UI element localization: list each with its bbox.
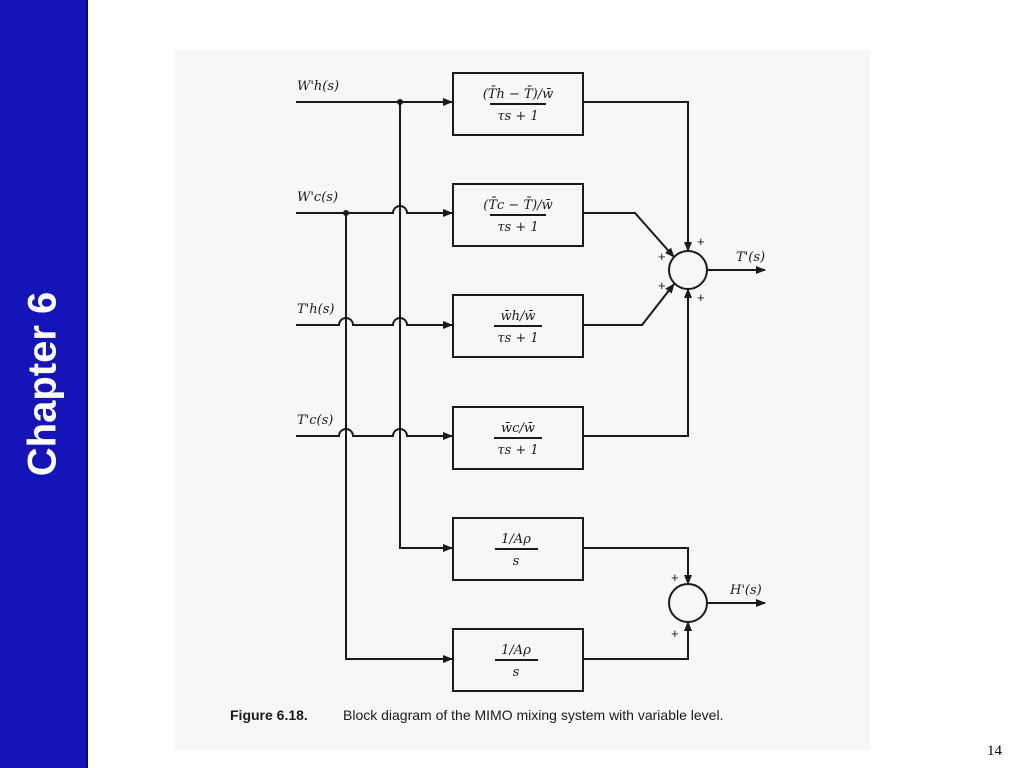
block-2 bbox=[452, 183, 584, 247]
block-4 bbox=[452, 406, 584, 470]
signal-b3 bbox=[583, 283, 675, 326]
output-label-h: H'(s) bbox=[729, 583, 762, 598]
input-line-th bbox=[296, 317, 453, 329]
sign-plus-6: + bbox=[671, 626, 679, 641]
block-1-den: τs + 1 bbox=[497, 109, 538, 124]
input-label-wh: W'h(s) bbox=[297, 79, 339, 94]
block-4-num: w̄c/w̄ bbox=[501, 421, 535, 436]
branch-wc bbox=[345, 213, 453, 663]
page-number: 14 bbox=[987, 743, 1002, 759]
input-line-wc bbox=[296, 205, 453, 217]
signal-b5 bbox=[583, 547, 692, 585]
sign-plus-3: + bbox=[658, 278, 666, 293]
block-6-den: s bbox=[513, 665, 520, 680]
input-label-wc: W'c(s) bbox=[297, 190, 338, 205]
input-label-tc: T'c(s) bbox=[297, 413, 333, 428]
signal-b2 bbox=[583, 212, 675, 258]
block-3-num: w̄h/w̄ bbox=[500, 309, 535, 324]
block-1-num: (T̄h − T̄)/w̄ bbox=[483, 86, 554, 102]
input-line-tc bbox=[296, 428, 453, 440]
output-label-t: T'(s) bbox=[736, 250, 765, 265]
block-1 bbox=[452, 72, 584, 136]
input-label-th: T'h(s) bbox=[297, 302, 334, 317]
block-2-num: (T̄c − T̄)/w̄ bbox=[483, 197, 552, 213]
signal-b1 bbox=[583, 101, 692, 252]
block-2-den: τs + 1 bbox=[497, 220, 538, 235]
signal-b6 bbox=[583, 621, 692, 660]
sidebar: Chapter 6 bbox=[0, 0, 88, 768]
sign-plus-1: + bbox=[697, 234, 705, 249]
block-5-den: s bbox=[513, 554, 520, 569]
sum-junction-t bbox=[668, 250, 708, 290]
block-4-den: τs + 1 bbox=[497, 443, 538, 458]
signal-b4 bbox=[583, 288, 692, 437]
block-6-num: 1/Aρ bbox=[501, 643, 531, 658]
figure-scan-background bbox=[175, 50, 870, 750]
sum-junction-h bbox=[668, 583, 708, 623]
block-5-num: 1/Aρ bbox=[501, 532, 531, 547]
sign-plus-5: + bbox=[671, 570, 679, 585]
figure-caption-text: Block diagram of the MIMO mixing system … bbox=[343, 707, 723, 723]
block-3-den: τs + 1 bbox=[497, 331, 538, 346]
branch-wh bbox=[399, 102, 453, 552]
figure-caption-label: Figure 6.18. bbox=[230, 707, 308, 723]
sign-plus-2: + bbox=[658, 249, 666, 264]
sign-plus-4: + bbox=[697, 290, 705, 305]
